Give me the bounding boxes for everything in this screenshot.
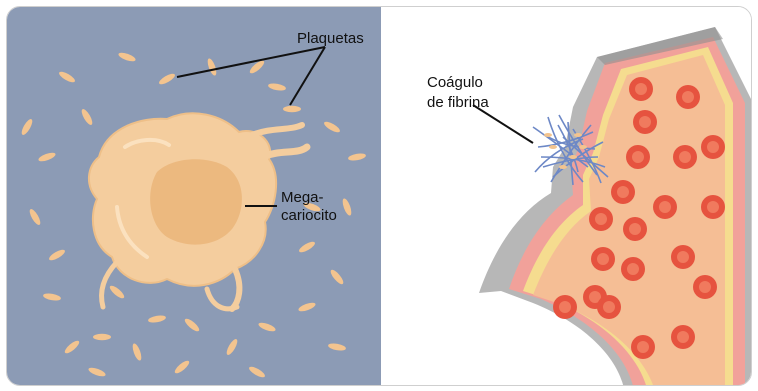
red-blood-cell (589, 207, 613, 231)
trapped-platelet (549, 145, 557, 149)
blood-vessel-illustration: Coágulo de fibrina (383, 7, 751, 385)
red-blood-cell (626, 145, 650, 169)
red-blood-cell (621, 257, 645, 281)
megakaryocyte-illustration: Plaquetas Mega- cariocito (7, 7, 383, 385)
platelets-label: Plaquetas (297, 30, 364, 47)
red-blood-cell (611, 180, 635, 204)
red-blood-cell (623, 217, 647, 241)
megakaryocyte-label-line1: Mega- (281, 189, 324, 206)
trapped-platelet (569, 155, 577, 159)
clot-label-line2: de fibrina (427, 94, 489, 111)
megakaryocyte-panel: Plaquetas Mega- cariocito (7, 7, 383, 385)
red-blood-cell (671, 325, 695, 349)
trapped-platelet (544, 133, 552, 137)
blood-vessel-panel: Coágulo de fibrina (383, 7, 751, 385)
megakaryocyte-label-line2: cariocito (281, 207, 337, 224)
clot-label-line1: Coágulo (427, 74, 483, 91)
red-blood-cell (629, 77, 653, 101)
red-blood-cell (597, 295, 621, 319)
red-blood-cell (633, 110, 657, 134)
red-blood-cell (631, 335, 655, 359)
red-blood-cell (653, 195, 677, 219)
red-blood-cell (693, 275, 717, 299)
figure-frame: Plaquetas Mega- cariocito C (6, 6, 752, 386)
trapped-platelet (574, 133, 582, 137)
red-blood-cell (676, 85, 700, 109)
trapped-platelet (559, 165, 567, 169)
red-blood-cell (553, 295, 577, 319)
red-blood-cell (701, 135, 725, 159)
red-blood-cell (671, 245, 695, 269)
red-blood-cell (701, 195, 725, 219)
trapped-platelet (579, 145, 587, 149)
platelet (283, 106, 301, 112)
red-blood-cell (673, 145, 697, 169)
platelet (93, 334, 111, 340)
red-blood-cell (591, 247, 615, 271)
